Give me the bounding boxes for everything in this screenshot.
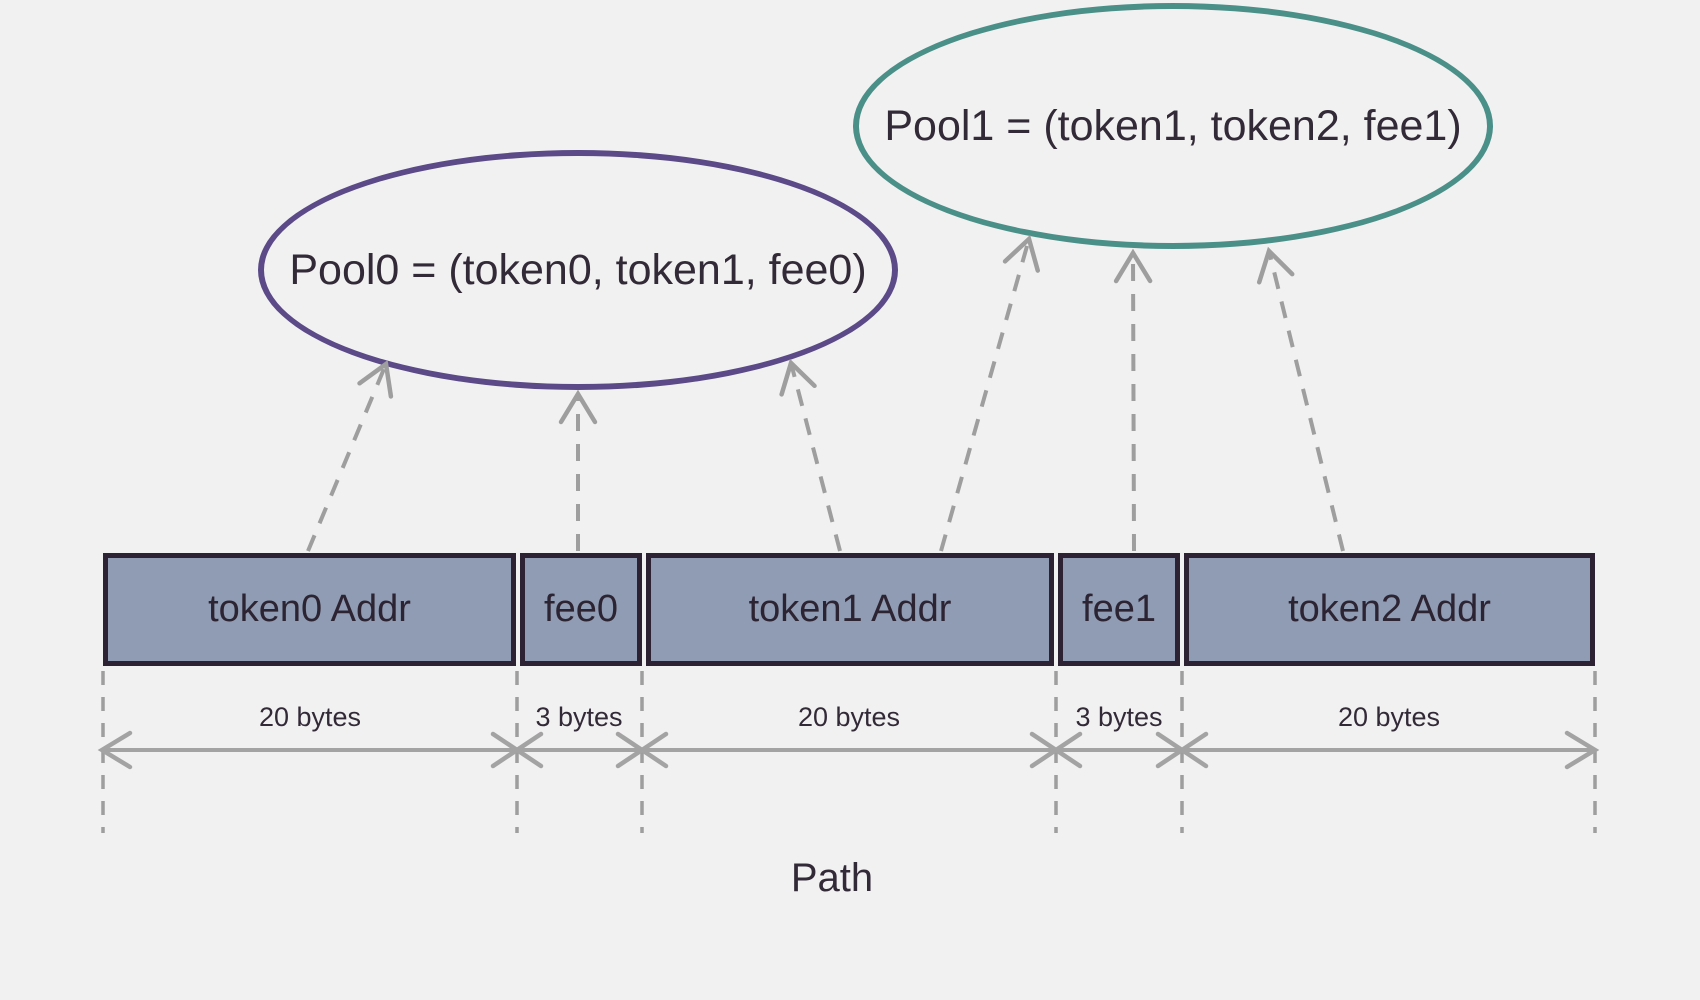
pool0-ellipse: Pool0 = (token0, token1, fee0): [258, 150, 898, 390]
arrow-token1-to-pool1: [939, 234, 1041, 552]
pool1-label: Pool1 = (token1, token2, fee1): [884, 101, 1462, 150]
measure-cross-3: [1029, 731, 1083, 769]
bar-segment-fee0: fee0: [520, 553, 642, 666]
bar-segment-token2-addr: token2 Addr: [1184, 553, 1595, 666]
pool1-ellipse: Pool1 = (token1, token2, fee1): [853, 3, 1493, 249]
arrow-token2-to-pool1: [1256, 246, 1345, 552]
bar-segment-label: token2 Addr: [1288, 588, 1491, 630]
bar-segment-token0-addr: token0 Addr: [103, 553, 516, 666]
size-label-fee1: 3 bytes: [1075, 702, 1163, 732]
bar-segment-label: token0 Addr: [208, 588, 411, 630]
size-label-token0: 20 bytes: [258, 702, 362, 732]
measure-right-arrowhead: [1564, 730, 1600, 770]
size-label-token2: 20 bytes: [1337, 702, 1441, 732]
measure-guide-lines: [101, 671, 1597, 833]
pool0-label: Pool0 = (token0, token1, fee0): [289, 245, 867, 294]
arrow-fee1-to-pool1: [1113, 248, 1153, 552]
measure-cross-2: [615, 731, 669, 769]
bar-segment-label: token1 Addr: [748, 588, 952, 630]
bar-segment-label: fee0: [544, 588, 618, 630]
size-label-token1: 20 bytes: [797, 702, 901, 732]
bar-segment-fee1: fee1: [1058, 553, 1180, 666]
measure-cross-1: [490, 731, 544, 769]
bar-segment-label: fee1: [1082, 588, 1156, 630]
path-caption: Path: [790, 856, 874, 900]
bar-segment-token1-addr: token1 Addr: [646, 553, 1054, 666]
measure-left-arrowhead: [97, 730, 133, 770]
measure-arrowheads: [97, 730, 1600, 770]
measure-cross-4: [1155, 731, 1209, 769]
arrow-token1-to-pool0: [779, 358, 842, 552]
arrow-token0-to-pool0: [306, 359, 394, 552]
size-label-fee0: 3 bytes: [535, 702, 623, 732]
